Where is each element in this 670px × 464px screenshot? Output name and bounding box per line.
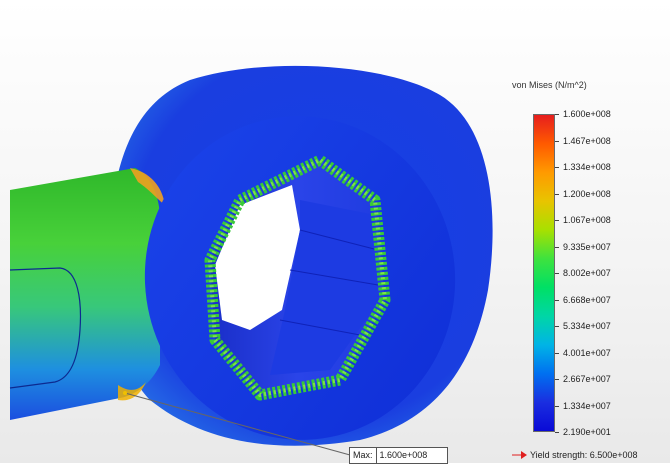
shaft-fillet-hotspot: [130, 168, 165, 205]
legend-tick-label: 1.600e+008: [563, 109, 611, 119]
legend-tick-label: 1.467e+008: [563, 135, 611, 146]
bore-edge: [289, 269, 379, 286]
legend-tick-label: 4.001e+007: [563, 347, 611, 358]
legend-tick-mark: [555, 114, 559, 115]
shaft-groove: [9, 267, 82, 389]
legend-tick-mark: [555, 167, 559, 168]
arrow-right-icon: [512, 451, 527, 459]
bore-edge: [279, 319, 361, 336]
legend-tick-label: 8.002e+007: [563, 268, 611, 278]
legend-tick-mark: [555, 432, 559, 433]
max-value: 1.600e+008: [379, 450, 428, 460]
legend-tick-label: 1.334e+008: [563, 162, 611, 172]
legend-tick-mark: [555, 405, 559, 407]
legend-tick-label: 1.200e+008: [563, 188, 611, 199]
bore-stress-ring-inner: [207, 157, 388, 398]
max-leader-line: [124, 392, 351, 456]
legend-tick-mark: [555, 379, 559, 380]
max-point-marker: [123, 391, 127, 395]
legend-tick-label: 9.335e+007: [563, 241, 611, 252]
legend-tick-mark: [555, 220, 559, 221]
shaft-bottom-hotspot: [118, 382, 146, 401]
legend-tick-mark: [555, 352, 559, 354]
shaft: [10, 168, 160, 420]
legend-tick-mark: [555, 273, 559, 274]
legend-tick-label: 1.334e+007: [563, 400, 611, 411]
legend-tick-label: 1.067e+008: [563, 215, 611, 225]
yield-strength-indicator: Yield strength: 6.500e+008: [512, 450, 638, 460]
legend-tick-mark: [555, 299, 559, 301]
bore-inner-wall: [215, 185, 300, 330]
max-callout[interactable]: Max: 1.600e+008: [349, 447, 449, 464]
legend-tick-label: 6.668e+007: [563, 294, 611, 305]
legend-tick-mark: [555, 193, 559, 195]
bore-edge: [299, 229, 379, 251]
legend-tick-mark: [555, 246, 559, 248]
legend-title: von Mises (N/m^2): [512, 80, 587, 90]
yield-strength-label: Yield strength: 6.500e+008: [530, 450, 638, 460]
legend-tick-mark: [555, 326, 559, 327]
legend-tick-mark: [555, 140, 559, 142]
color-scale-bar: [533, 114, 555, 432]
legend-tick-label: 5.334e+007: [563, 321, 611, 331]
legend-tick-label: 2.190e+001: [563, 427, 611, 437]
legend-tick-label: 2.667e+007: [563, 374, 611, 384]
max-caption: Max:: [350, 448, 377, 463]
